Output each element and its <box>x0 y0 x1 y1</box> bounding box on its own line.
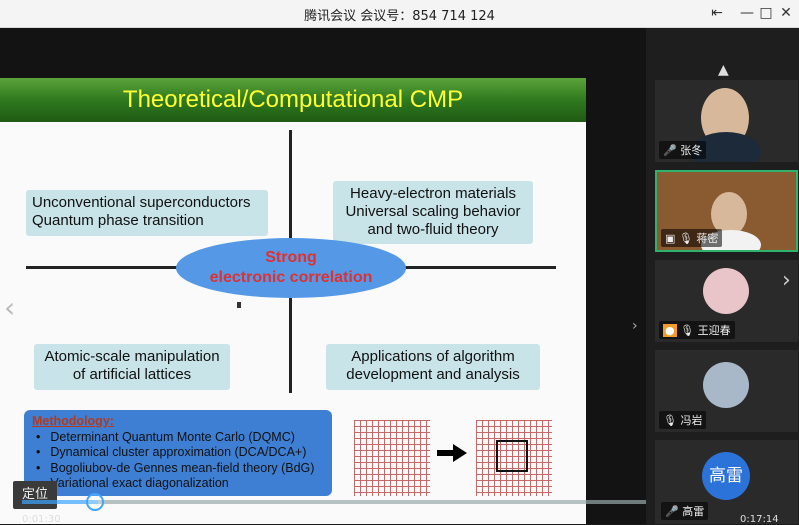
screen-share-icon: ▣ <box>665 232 676 245</box>
participant-tile[interactable]: 高雷 🎤 高雷 <box>655 440 798 524</box>
box-heavy-electron: Heavy-electron materials Universal scali… <box>333 181 533 244</box>
video-face <box>711 192 747 236</box>
shared-screen-area: Theoretical/Computational CMP Unconventi… <box>0 28 782 525</box>
title-bar: 腾讯会议 会议号：854 714 124 ⇤ — □ ✕ <box>0 0 799 28</box>
methodology-item: Variational exact diagonalization <box>36 476 324 492</box>
close-icon[interactable]: ✕ <box>780 5 792 21</box>
ellipse-line: electronic correlation <box>209 269 373 286</box>
box-line: development and analysis <box>346 366 520 383</box>
box-line: Universal scaling behavior <box>345 203 521 220</box>
mic-muted-icon: 🎙 <box>663 414 677 427</box>
methodology-item: Determinant Quantum Monte Carlo (DQMC) <box>36 430 324 446</box>
host-icon: ● <box>663 324 677 337</box>
locate-button[interactable]: 定位 <box>13 481 57 509</box>
participant-tile[interactable]: 🎙 冯岩 <box>655 350 798 432</box>
participant-name-tag: ● 🎙 王迎春 <box>659 321 735 339</box>
progress-track[interactable] <box>22 500 782 504</box>
participant-tile-active[interactable]: ▣ 🎙 蒋密 <box>655 170 798 252</box>
total-time: 0:17:14 <box>740 514 779 525</box>
box-line: Unconventional superconductors <box>32 194 251 211</box>
maximize-icon[interactable]: □ <box>759 5 773 21</box>
participant-sidebar: ▲ 🎤 张冬 ▣ 🎙 蒋密 ● 🎙 王迎春 🎙 冯岩 <box>646 28 799 525</box>
methodology-list: Determinant Quantum Monte Carlo (DQMC) D… <box>32 430 324 492</box>
mouse-cursor-icon <box>237 302 241 308</box>
box-atomic-manipulation: Atomic-scale manipulation of artificial … <box>34 344 230 390</box>
participant-name-tag: 🎤 张冬 <box>659 141 707 159</box>
mic-icon: 🎤 <box>665 505 679 518</box>
methodology-item: Dynamical cluster approximation (DCA/DCA… <box>36 445 324 461</box>
methodology-item: Bogoliubov-de Gennes mean-field theory (… <box>36 461 324 477</box>
avatar <box>703 362 749 408</box>
cluster-square <box>496 440 528 472</box>
minimize-icon[interactable]: — <box>740 5 754 21</box>
avatar <box>703 268 749 314</box>
box-line: and two-fluid theory <box>367 221 499 238</box>
participant-name: 张冬 <box>680 144 703 157</box>
methodology-title: Methodology: <box>32 414 114 428</box>
lattice-grid-left <box>354 420 430 496</box>
box-line: Applications of algorithm <box>351 348 515 365</box>
next-page-icon[interactable]: › <box>782 268 791 293</box>
mic-muted-icon: 🎙 <box>678 232 693 245</box>
scroll-up-icon[interactable]: ▲ <box>718 62 729 78</box>
mic-muted-icon: 🎙 <box>680 324 695 337</box>
methodology-box: Methodology: Determinant Quantum Monte C… <box>24 410 332 496</box>
participant-name: 高雷 <box>682 505 705 518</box>
presentation-slide: Theoretical/Computational CMP Unconventi… <box>0 78 586 524</box>
participant-name: 冯岩 <box>680 414 703 427</box>
arrow-right-icon <box>437 444 467 462</box>
slide-title: Theoretical/Computational CMP <box>122 86 464 113</box>
participant-name: 王迎春 <box>697 324 731 337</box>
collapse-sidebar-icon[interactable]: › <box>632 318 638 334</box>
center-ellipse: Strong electronic correlation <box>176 238 406 298</box>
participant-name-tag: 🎙 冯岩 <box>659 411 707 429</box>
box-algorithm: Applications of algorithm development an… <box>326 344 540 390</box>
box-superconductors: Unconventional superconductors Quantum p… <box>26 190 268 236</box>
box-line: Heavy-electron materials <box>350 185 516 202</box>
ellipse-line: Strong <box>265 249 317 266</box>
box-line: Atomic-scale manipulation <box>44 348 220 365</box>
pin-icon[interactable]: ⇤ <box>711 5 723 21</box>
slide-header: Theoretical/Computational CMP <box>0 78 586 122</box>
elapsed-time: 0:01:30 <box>22 514 61 525</box>
lattice-grid-right <box>476 420 552 496</box>
window-title: 腾讯会议 会议号：854 714 124 <box>304 9 495 24</box>
progress-fill <box>22 500 98 504</box>
participant-name-tag: ▣ 🎙 蒋密 <box>661 229 723 247</box>
participant-name: 蒋密 <box>696 232 719 245</box>
participant-name-tag: 🎤 高雷 <box>661 502 709 520</box>
previous-page-icon[interactable]: ‹ <box>4 291 16 324</box>
avatar: 高雷 <box>702 452 750 500</box>
progress-knob[interactable] <box>86 493 104 511</box>
mic-icon: 🎤 <box>663 144 677 157</box>
participant-tile[interactable]: ● 🎙 王迎春 <box>655 260 798 342</box>
participant-tile[interactable]: 🎤 张冬 <box>655 80 798 162</box>
box-line: Quantum phase transition <box>32 212 204 229</box>
box-line: of artificial lattices <box>72 366 192 383</box>
